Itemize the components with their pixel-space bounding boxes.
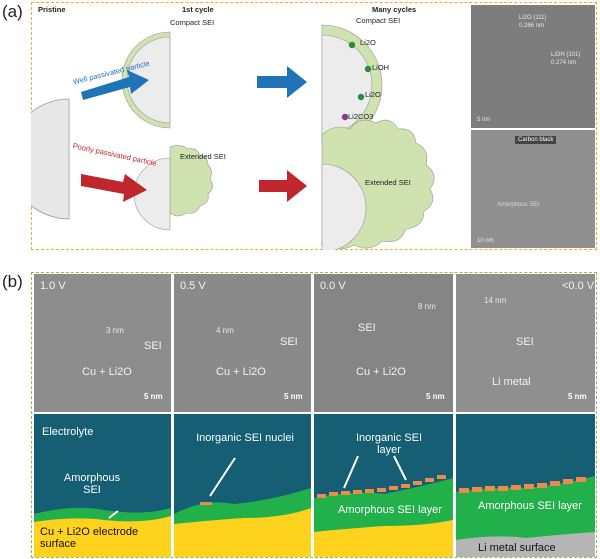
li2o-dot-2	[357, 93, 365, 101]
sei-1v: SEI	[144, 340, 162, 352]
first-compact-label: Compact SEI	[170, 18, 215, 27]
panel-b-frame	[31, 272, 597, 558]
extended-particle	[133, 157, 171, 231]
species-li2o-2: Li2O	[365, 90, 381, 99]
species-li2o-1: Li2O	[360, 38, 376, 47]
electrolyte-label: Electrolyte	[42, 426, 94, 438]
voltage-1v: 1.0 V	[40, 280, 66, 292]
carbon-black-label: Carbon black	[515, 136, 557, 144]
tem-top-label1: Li2O (111)	[519, 15, 547, 21]
voltage-05v: 0.5 V	[180, 280, 206, 292]
tem-0v: 0.0 V 8 nm SEI Cu + Li2O 5 nm	[314, 274, 453, 412]
scale-1v: 5 nm	[144, 392, 163, 401]
thickness-05v: 4 nm	[216, 326, 234, 335]
voltage-0v: 0.0 V	[320, 280, 346, 292]
sei-0v: SEI	[358, 322, 376, 334]
tem-top-d1: 0.266 nm	[519, 23, 545, 29]
blue-arrow-2	[257, 66, 307, 98]
lioh-dot	[364, 65, 372, 73]
base-neg: Li metal	[492, 376, 531, 388]
scale-0v: 5 nm	[426, 392, 445, 401]
header-many-cycles: Many cycles	[372, 5, 417, 14]
amorphous-layer-label-4: Amorphous SEI layer	[478, 500, 582, 512]
tem-neg-v: <0.0 V 14 nm SEI Li metal 5 nm	[456, 274, 595, 412]
tem-top-d2: 0.274 nm	[551, 60, 577, 66]
blue-arrow-1	[81, 70, 149, 100]
species-li2co3: Li2CO3	[348, 112, 374, 121]
thickness-neg: 14 nm	[484, 296, 507, 305]
many-extended-particle	[321, 163, 367, 250]
pristine-particle	[31, 98, 70, 220]
header-pristine: Pristine	[38, 5, 66, 14]
thickness-1v: 3 nm	[106, 326, 124, 335]
sei-neg: SEI	[516, 336, 534, 348]
red-arrow-1	[81, 174, 147, 202]
li-metal-surface-label: Li metal surface	[478, 542, 556, 554]
first-extended-label: Extended SEI	[180, 152, 226, 161]
voltage-neg: <0.0 V	[562, 280, 595, 292]
red-arrow-2	[259, 170, 307, 202]
thickness-0v: 8 nm	[418, 302, 436, 311]
panel-a-schematic	[31, 24, 435, 250]
scale-05v: 5 nm	[284, 392, 303, 401]
tem-top-scale: 5 nm	[477, 117, 491, 123]
base-05v: Cu + Li2O	[216, 366, 266, 378]
tem-bottom-scale: 10 nm	[477, 238, 494, 244]
tem-top-label2: LiOH (101)	[551, 52, 581, 58]
panel-a-letter: (a)	[2, 2, 23, 21]
scale-neg: 5 nm	[568, 392, 587, 401]
tem-image-top: Li2O (111) 0.266 nm LiOH (101) 0.274 nm …	[471, 5, 595, 128]
base-0v: Cu + Li2O	[356, 366, 406, 378]
amorphous-sei-label: Amorphous SEI	[497, 202, 540, 208]
many-extended-label: Extended SEI	[365, 178, 411, 187]
amorphous-layer-label-3: Amorphous SEI layer	[338, 504, 442, 516]
extended-sei-shell	[169, 145, 213, 217]
panel-b-letter: (b)	[2, 272, 23, 291]
amorphous-sei-label-1: Amorphous SEI	[63, 472, 121, 496]
electrode-surface-label: Cu + Li2O electrode surface	[40, 526, 139, 550]
sei-cartoons	[34, 414, 595, 557]
many-compact-label: Compact SEI	[356, 16, 401, 25]
tem-image-bottom: Carbon black Amorphous SEI 10 nm	[471, 130, 595, 248]
species-lioh: LiOH	[372, 63, 390, 72]
sei-05v: SEI	[280, 336, 298, 348]
base-1v: Cu + Li2O	[82, 366, 132, 378]
li2co3-dot	[341, 113, 349, 121]
inorganic-layer-label: Inorganic SEI layer	[355, 432, 423, 456]
tem-1v: 1.0 V 3 nm SEI Cu + Li2O 5 nm	[34, 274, 171, 412]
li2o-dot-1	[348, 41, 356, 49]
header-first-cycle: 1st cycle	[182, 5, 214, 14]
tem-05v: 0.5 V 4 nm SEI Cu + Li2O 5 nm	[174, 274, 311, 412]
inorganic-nuclei-label: Inorganic SEI nuclei	[196, 432, 294, 444]
